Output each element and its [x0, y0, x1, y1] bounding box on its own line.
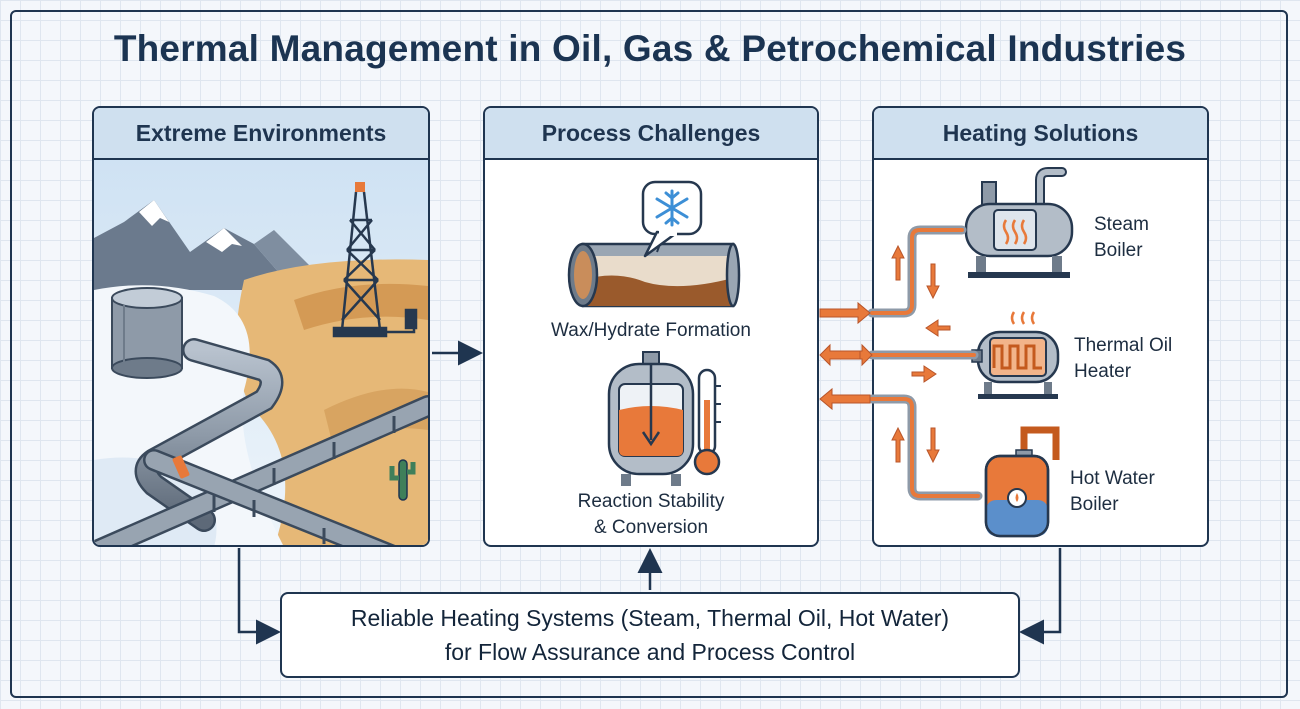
heating-solutions-body: Steam Boiler Thermal Oil Heater Hot Wate…	[874, 160, 1207, 545]
reaction-stability-label-line2: & Conversion	[593, 517, 709, 538]
page-title: Thermal Management in Oil, Gas & Petroch…	[113, 28, 1187, 69]
cactus	[389, 459, 416, 501]
thermal-oil-heater-label-line1: Thermal Oil	[1074, 335, 1173, 356]
hot-water-boiler-label-line2: Boiler	[1070, 494, 1119, 515]
process-challenges-panel: Process Challenges	[483, 106, 819, 547]
reactor-vessel-icon	[607, 351, 695, 486]
pipeline-supports	[212, 416, 396, 544]
process-challenges-body: Wax/Hydrate Formation Reaction Stability…	[485, 160, 817, 545]
steam-boiler-icon	[964, 167, 1074, 278]
thermometer-icon	[693, 368, 721, 476]
heating-solutions-heading: Heating Solutions	[874, 108, 1207, 160]
process-challenges-illustrations	[567, 180, 741, 486]
hot-water-boiler-icon	[984, 426, 1060, 538]
wax-hydrate-label: Wax/Hydrate Formation	[551, 320, 751, 341]
heating-equipment-illustrations	[964, 167, 1074, 538]
reaction-stability-label-line1: Reaction Stability	[577, 491, 725, 512]
hot-water-boiler-label-line1: Hot Water	[1070, 468, 1155, 489]
heating-solutions-panel: Heating Solutions	[872, 106, 1209, 547]
process-challenges-heading: Process Challenges	[485, 108, 817, 160]
oil-derrick	[332, 191, 418, 338]
steam-boiler-label-line2: Boiler	[1094, 240, 1143, 261]
extreme-environments-heading: Extreme Environments	[94, 108, 428, 160]
summary-line2: for Flow Assurance and Process Control	[444, 639, 856, 665]
extreme-environments-scene	[94, 160, 428, 545]
summary-line1: Reliable Heating Systems (Steam, Thermal…	[350, 605, 950, 631]
summary-box: Reliable Heating Systems (Steam, Thermal…	[280, 592, 1020, 678]
steam-boiler-label-line1: Steam	[1094, 214, 1149, 235]
thermal-oil-heater-icon	[971, 311, 1060, 399]
thermal-oil-heater-label-line2: Heater	[1074, 361, 1132, 382]
waxed-pipe-icon	[567, 242, 741, 308]
extreme-environments-panel: Extreme Environments	[92, 106, 430, 547]
snowflake-icon	[641, 180, 703, 258]
pipeline	[94, 338, 428, 545]
diagram-frame	[10, 10, 1288, 698]
storage-tank	[111, 287, 183, 379]
oilfield-landscape-illustration	[94, 160, 428, 545]
pipe-heat-trace	[172, 455, 190, 479]
